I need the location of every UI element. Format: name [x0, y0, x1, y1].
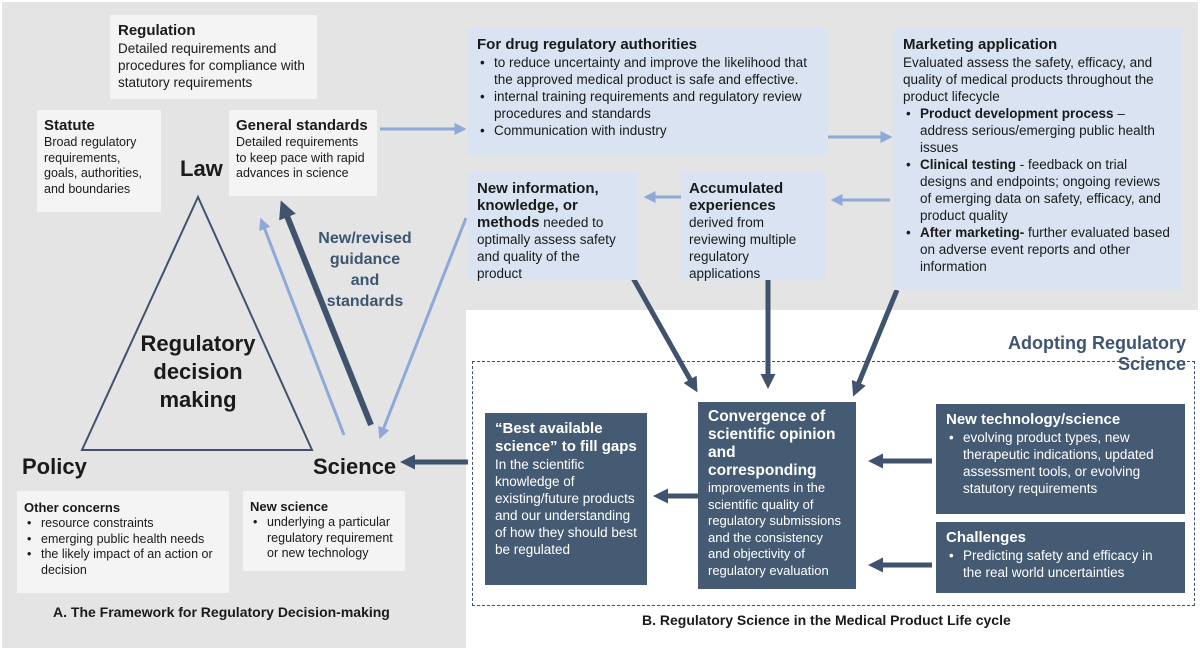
arrow-newinfo-to-science	[378, 217, 468, 440]
new-info-title: New information, knowledge, or methods	[477, 180, 599, 231]
statute-text: Broad regulatory requirements, goals, au…	[44, 135, 142, 196]
new-info-text: New information, knowledge, or methods n…	[477, 180, 627, 282]
arrow-newinfo-to-convergence	[630, 276, 698, 393]
guidance-label: New/revised guidance and standards	[318, 230, 412, 310]
new-info-box: New information, knowledge, or methods n…	[467, 172, 637, 282]
challenges-list: Predicting safety and efficacy in the re…	[946, 547, 1175, 581]
convergence-text: improvements in the scientific quality o…	[708, 480, 841, 578]
new-science-list: underlying a particular regulatory requi…	[250, 515, 398, 562]
panel-b-heading: Adopting Regulatory Science	[1008, 333, 1186, 374]
marketing-box: Marketing application Evaluated assess t…	[893, 28, 1182, 290]
arrow-science-to-law-dark	[279, 200, 374, 427]
other-concerns-list: resource constraints emerging public hea…	[24, 516, 222, 578]
list-item: internal training requirements and regul…	[477, 88, 817, 122]
regulation-text: Detailed requirements and procedures for…	[118, 41, 305, 90]
arrow-science-to-law-light	[259, 217, 346, 436]
statute-box: Statute Broad regulatory requirements, g…	[37, 110, 161, 212]
panel-b-caption: B. Regulatory Science in the Medical Pro…	[642, 612, 1011, 628]
best-science-title: “Best available science” to fill gaps	[495, 420, 637, 455]
challenges-title: Challenges	[946, 529, 1027, 546]
regulation-title: Regulation	[118, 22, 196, 39]
new-technology-list: evolving product types, new therapeutic …	[946, 429, 1175, 497]
list-item: underlying a particular regulatory requi…	[250, 515, 398, 562]
authorities-box: For drug regulatory authorities to reduc…	[467, 28, 827, 155]
list-item: After marketing- further evaluated based…	[903, 224, 1172, 275]
new-technology-box: New technology/science evolving product …	[936, 404, 1185, 514]
accumulated-suffix: derived from reviewing multiple regulato…	[689, 215, 797, 281]
general-standards-text: Detailed requirements to keep pace with …	[236, 135, 365, 180]
list-item-bold: Product development process	[920, 106, 1114, 121]
challenges-box: Challenges Predicting safety and efficac…	[936, 522, 1185, 593]
accumulated-text: Accumulated experiences derived from rev…	[689, 180, 818, 282]
list-item: emerging public health needs	[24, 532, 222, 548]
panel-b-dashed-border	[472, 361, 1195, 606]
list-item-text: – address serious/emerging public health…	[920, 106, 1155, 155]
convergence-title: Convergence of scientific opinion and co…	[708, 408, 836, 479]
list-item: to reduce uncertainty and improve the li…	[477, 54, 817, 88]
accumulated-box: Accumulated experiences derived from rev…	[681, 172, 826, 282]
list-item: the likely impact of an action or decisi…	[24, 547, 222, 578]
regulation-box: Regulation Detailed requirements and pro…	[110, 15, 317, 99]
authorities-title: For drug regulatory authorities	[477, 36, 698, 53]
list-item: evolving product types, new therapeutic …	[946, 429, 1175, 497]
arrow-marketing-to-convergence	[851, 289, 900, 397]
list-item: Product development process – address se…	[903, 105, 1172, 156]
triangle-center-label: Regulatory decision making	[140, 331, 256, 412]
general-standards-box: General standards Detailed requirements …	[229, 110, 377, 196]
list-item-text: - feedback on trial designs and endpoint…	[920, 157, 1161, 223]
list-item: Communication with industry	[477, 122, 817, 139]
list-item: resource constraints	[24, 516, 222, 532]
new-science-box: New science underlying a particular regu…	[243, 491, 405, 571]
list-item: Predicting safety and efficacy in the re…	[946, 547, 1175, 581]
new-info-suffix: needed to optimally assess safety and qu…	[477, 215, 616, 281]
other-concerns-title: Other concerns	[24, 500, 121, 515]
new-science-title: New science	[250, 499, 329, 514]
list-item-bold: Clinical testing	[920, 157, 1017, 172]
authorities-list: to reduce uncertainty and improve the li…	[477, 54, 817, 139]
marketing-list: Product development process – address se…	[903, 105, 1172, 275]
marketing-title: Marketing application	[903, 36, 1058, 53]
general-standards-title: General standards	[236, 117, 368, 134]
best-science-box: “Best available science” to fill gaps In…	[485, 413, 647, 585]
list-item-bold: After marketing-	[920, 225, 1025, 240]
list-item: Clinical testing - feedback on trial des…	[903, 156, 1172, 224]
panel-a-caption: A. The Framework for Regulatory Decision…	[53, 604, 390, 620]
other-concerns-box: Other concerns resource constraints emer…	[17, 491, 229, 593]
decision-triangle	[80, 194, 314, 451]
vertex-policy-label: Policy	[22, 454, 87, 479]
best-science-text: In the scientific knowledge of existing/…	[495, 457, 637, 557]
marketing-text: Evaluated assess the safety, efficacy, a…	[903, 55, 1154, 104]
statute-title: Statute	[44, 117, 95, 134]
vertex-science-label: Science	[313, 454, 397, 479]
accumulated-title: Accumulated experiences	[689, 180, 784, 214]
list-item-text: further evaluated based on adverse event…	[920, 225, 1170, 274]
new-technology-title: New technology/science	[946, 411, 1121, 428]
convergence-box: Convergence of scientific opinion and co…	[698, 402, 856, 589]
vertex-law-label: Law	[180, 156, 223, 181]
